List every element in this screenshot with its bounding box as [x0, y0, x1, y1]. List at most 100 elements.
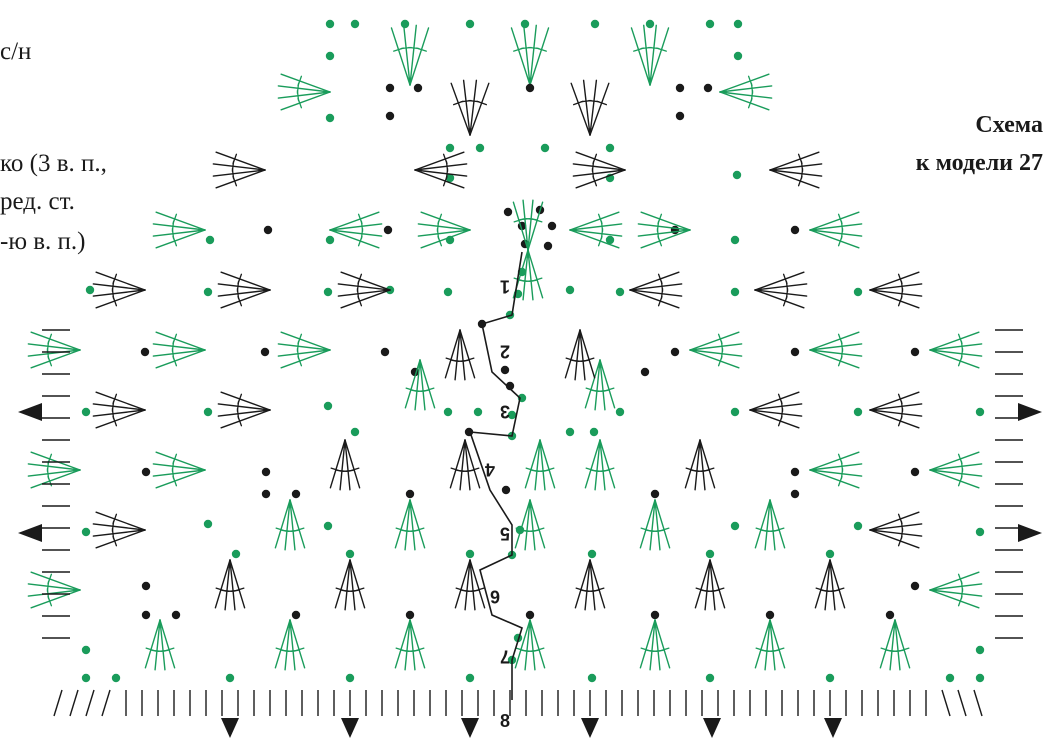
double-crochet-stitch: [409, 619, 426, 669]
double-crochet-stitch: [582, 79, 591, 136]
double-crochet-stitch: [454, 329, 461, 381]
double-crochet-stitch: [649, 619, 656, 671]
double-crochet-stitch: [155, 211, 206, 231]
double-crochet-stitch: [510, 27, 531, 86]
double-crochet-stitch: [575, 169, 626, 189]
double-crochet-stitch: [569, 223, 623, 231]
double-crochet-stitch: [529, 619, 546, 669]
double-crochet-stitch: [217, 409, 271, 417]
down-arrow-icon: [703, 718, 721, 738]
double-crochet-stitch: [572, 169, 626, 177]
chain-stitch-dot: [380, 347, 390, 357]
double-crochet-stitch: [640, 211, 691, 231]
stitch-crossbar: [442, 175, 448, 187]
double-crochet-stitch: [929, 469, 980, 489]
double-crochet-stitch: [929, 451, 980, 471]
double-crochet-stitch: [469, 79, 478, 136]
double-crochet-stitch: [27, 469, 81, 477]
double-crochet-stitch: [754, 289, 808, 297]
double-crochet-stitch: [329, 439, 346, 489]
double-crochet-stitch: [30, 589, 81, 609]
stitch-crossbar: [837, 235, 843, 247]
double-crochet-stitch: [409, 24, 417, 86]
row-number-1: 1: [500, 276, 510, 296]
double-crochet-stitch: [754, 499, 771, 549]
chain-stitch-dot: [465, 673, 475, 683]
double-crochet-stitch: [929, 331, 980, 351]
double-crochet-stitch: [769, 151, 820, 171]
double-crochet-stitch: [704, 559, 711, 611]
double-crochet-stitch: [340, 289, 391, 309]
double-crochet-stitch: [280, 331, 331, 351]
double-crochet-stitch: [220, 289, 271, 309]
double-crochet-stitch: [212, 163, 266, 171]
double-crochet-stitch: [879, 619, 896, 669]
double-crochet-stitch: [417, 223, 471, 231]
row-number-7: 7: [500, 646, 510, 666]
chain-stitch-dot: [910, 581, 920, 591]
double-crochet-stitch: [637, 229, 691, 237]
double-crochet-stitch: [459, 329, 466, 381]
stitch-crossbar: [747, 97, 753, 109]
double-crochet-stitch: [277, 91, 331, 99]
double-crochet-stitch: [869, 403, 923, 411]
scheme-subtitle: к модели 27: [915, 150, 1043, 176]
double-crochet-stitch: [719, 91, 770, 111]
double-crochet-stitch: [599, 439, 606, 491]
double-crochet-stitch: [749, 391, 800, 411]
chain-stitch-dot: [261, 489, 271, 499]
chain-stitch-dot: [615, 287, 625, 297]
chain-stitch-dot: [505, 381, 515, 391]
double-crochet-stitch: [152, 349, 206, 357]
double-crochet-stitch: [929, 463, 983, 471]
double-crochet-stitch: [27, 583, 81, 591]
stitch-crossbar: [297, 333, 303, 345]
double-crochet-stitch: [529, 499, 546, 549]
double-crochet-stitch: [769, 499, 786, 549]
double-crochet-stitch: [824, 559, 831, 611]
stitch-crossbar: [640, 647, 652, 652]
double-crochet-stitch: [229, 559, 236, 611]
double-crochet-stitch: [514, 499, 531, 549]
chain-stitch-dot: [81, 407, 91, 417]
stitch-crossbar: [405, 387, 417, 392]
double-crochet-stitch: [569, 229, 623, 237]
chain-stitch-dot: [345, 549, 355, 559]
double-crochet-stitch: [749, 403, 803, 411]
stitch-crossbar: [237, 393, 243, 405]
double-crochet-stitch: [274, 499, 291, 549]
double-crochet-stitch: [894, 619, 911, 669]
double-crochet-stitch: [464, 439, 471, 491]
double-crochet-stitch: [95, 529, 146, 549]
double-crochet-stitch: [829, 559, 836, 611]
double-crochet-stitch: [809, 331, 860, 351]
stitch-crossbar: [837, 355, 843, 367]
chain-stitch-dot: [605, 235, 615, 245]
stitch-crossbar: [112, 273, 118, 285]
double-crochet-stitch: [769, 169, 823, 177]
double-crochet-stitch: [280, 73, 331, 93]
chain-stitch-dot: [525, 610, 535, 620]
chain-stitch-dot: [205, 235, 215, 245]
double-crochet-stitch: [629, 289, 683, 297]
double-crochet-stitch: [394, 619, 411, 669]
stitch-crossbar: [515, 647, 527, 652]
chain-stitch-dot: [323, 521, 333, 531]
stitch-crossbar: [596, 100, 608, 106]
stitch-crossbar: [395, 647, 407, 652]
double-crochet-stitch: [30, 469, 81, 489]
double-crochet-stitch: [524, 619, 531, 671]
double-crochet-stitch: [643, 24, 651, 86]
double-crochet-stitch: [809, 211, 860, 231]
double-crochet-stitch: [589, 79, 598, 136]
double-crochet-stitch: [92, 523, 146, 531]
double-crochet-stitch: [30, 349, 81, 369]
stitch-crossbar: [782, 295, 788, 307]
double-crochet-stitch: [420, 211, 471, 231]
single-crochet-stitch: [957, 689, 967, 717]
chain-stitch-dot: [975, 673, 985, 683]
chain-stitch-dot: [400, 19, 410, 29]
stitch-crossbar: [897, 535, 903, 547]
double-crochet-stitch: [337, 283, 391, 291]
chain-stitch-dot: [790, 347, 800, 357]
